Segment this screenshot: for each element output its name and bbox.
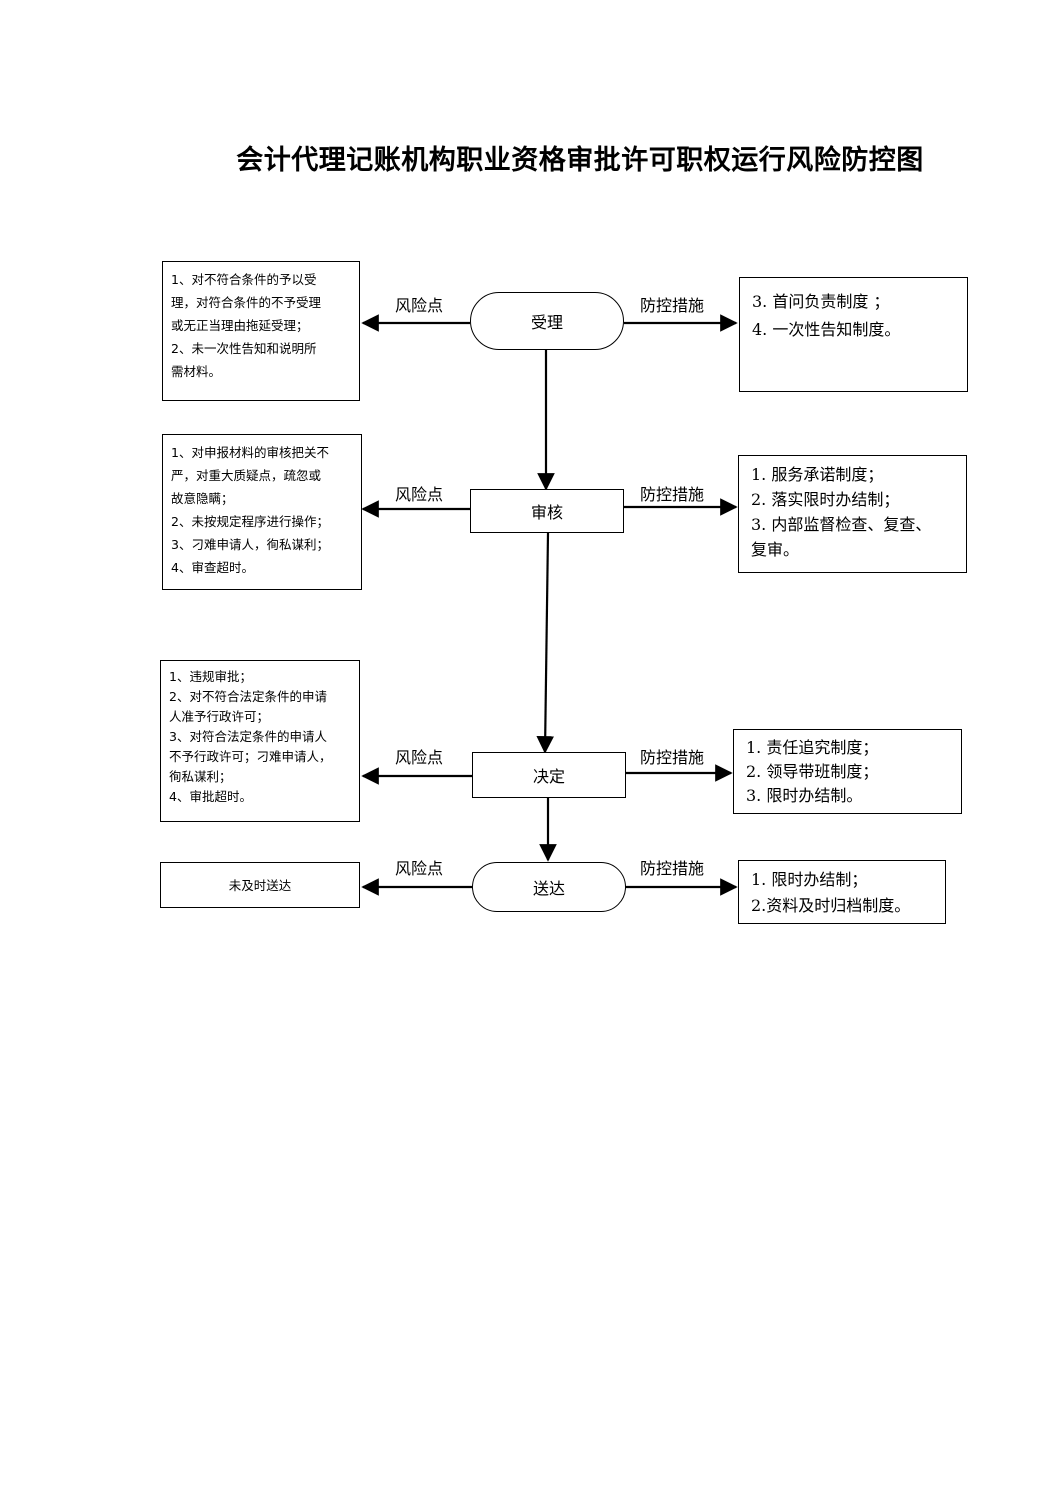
risk-item: 1、对不符合条件的予以受	[171, 272, 317, 287]
measure-label: 防控措施	[640, 296, 705, 315]
measure-item: 2. 落实限时办结制；	[751, 490, 900, 509]
measure-item: 3. 首问负责制度 ；	[752, 292, 890, 311]
measure-item: 1. 限时办结制；	[751, 870, 868, 889]
risk-item: 不予行政许可；刁难申请人，	[169, 749, 332, 764]
risk-item: 2、对不符合法定条件的申请	[169, 689, 327, 704]
risk-box-review: 1、对申报材料的审核把关不 严，对重大质疑点，疏忽或 故意隐瞒； 2、未按规定程…	[162, 434, 362, 590]
risk-item: 或无正当理由拖延受理；	[171, 318, 309, 333]
risk-item: 3、对符合法定条件的申请人	[169, 729, 327, 744]
risk-item: 3、刁难申请人，徇私谋利；	[171, 537, 329, 552]
page-title: 会计代理记账机构职业资格审批许可职权运行风险防控图	[236, 145, 924, 176]
risk-item: 严，对重大质疑点，疏忽或	[171, 468, 322, 483]
step-decide: 决定	[472, 752, 626, 798]
risk-item: 未及时送达	[228, 877, 292, 893]
risk-item: 4、审批超时。	[169, 789, 252, 804]
measure-item: 1. 服务承诺制度；	[751, 465, 884, 484]
risk-item: 2、未一次性告知和说明所	[171, 341, 317, 356]
risk-item: 故意隐瞒；	[171, 491, 234, 506]
risk-item: 2、未按规定程序进行操作；	[171, 514, 329, 529]
risk-item: 需材料。	[171, 364, 222, 379]
risk-label: 风险点	[395, 748, 444, 767]
risk-item: 1、对申报材料的审核把关不	[171, 445, 329, 460]
measure-label: 防控措施	[640, 485, 705, 504]
risk-item: 人准予行政许可；	[169, 709, 270, 724]
measure-box-deliver: 1. 限时办结制； 2.资料及时归档制度。	[738, 860, 946, 924]
measure-item: 4. 一次性告知制度。	[752, 320, 901, 339]
step-accept: 受理	[470, 292, 624, 350]
risk-box-accept: 1、对不符合条件的予以受 理，对符合条件的不予受理 或无正当理由拖延受理； 2、…	[162, 261, 360, 401]
risk-label: 风险点	[395, 859, 444, 878]
measure-box-accept: 3. 首问负责制度 ； 4. 一次性告知制度。	[739, 277, 968, 392]
risk-item: 理，对符合条件的不予受理	[171, 295, 322, 310]
risk-item: 徇私谋利；	[169, 769, 232, 784]
measure-item: 1. 责任追究制度；	[746, 738, 879, 757]
measure-item: 3. 内部监督检查、复查、	[751, 515, 932, 534]
measure-label: 防控措施	[640, 748, 705, 767]
measure-item: 3. 限时办结制。	[746, 786, 863, 805]
risk-label: 风险点	[395, 485, 444, 504]
measure-item: 复审。	[751, 540, 800, 559]
risk-box-deliver: 未及时送达	[160, 862, 360, 908]
risk-item: 4、审查超时。	[171, 560, 254, 575]
measure-box-decide: 1. 责任追究制度； 2. 领导带班制度； 3. 限时办结制。	[733, 729, 962, 814]
risk-label: 风险点	[395, 296, 444, 315]
measure-label: 防控措施	[640, 859, 705, 878]
measure-item: 2. 领导带班制度；	[746, 762, 879, 781]
step-review: 审核	[470, 489, 624, 533]
risk-box-decide: 1、违规审批； 2、对不符合法定条件的申请 人准予行政许可； 3、对符合法定条件…	[160, 660, 360, 822]
step-deliver: 送达	[472, 862, 626, 912]
measure-item: 2.资料及时归档制度。	[751, 896, 911, 915]
arrow-review-to-decide	[536, 532, 555, 754]
risk-item: 1、违规审批；	[169, 669, 252, 684]
measure-box-review: 1. 服务承诺制度； 2. 落实限时办结制； 3. 内部监督检查、复查、 复审。	[738, 455, 967, 573]
